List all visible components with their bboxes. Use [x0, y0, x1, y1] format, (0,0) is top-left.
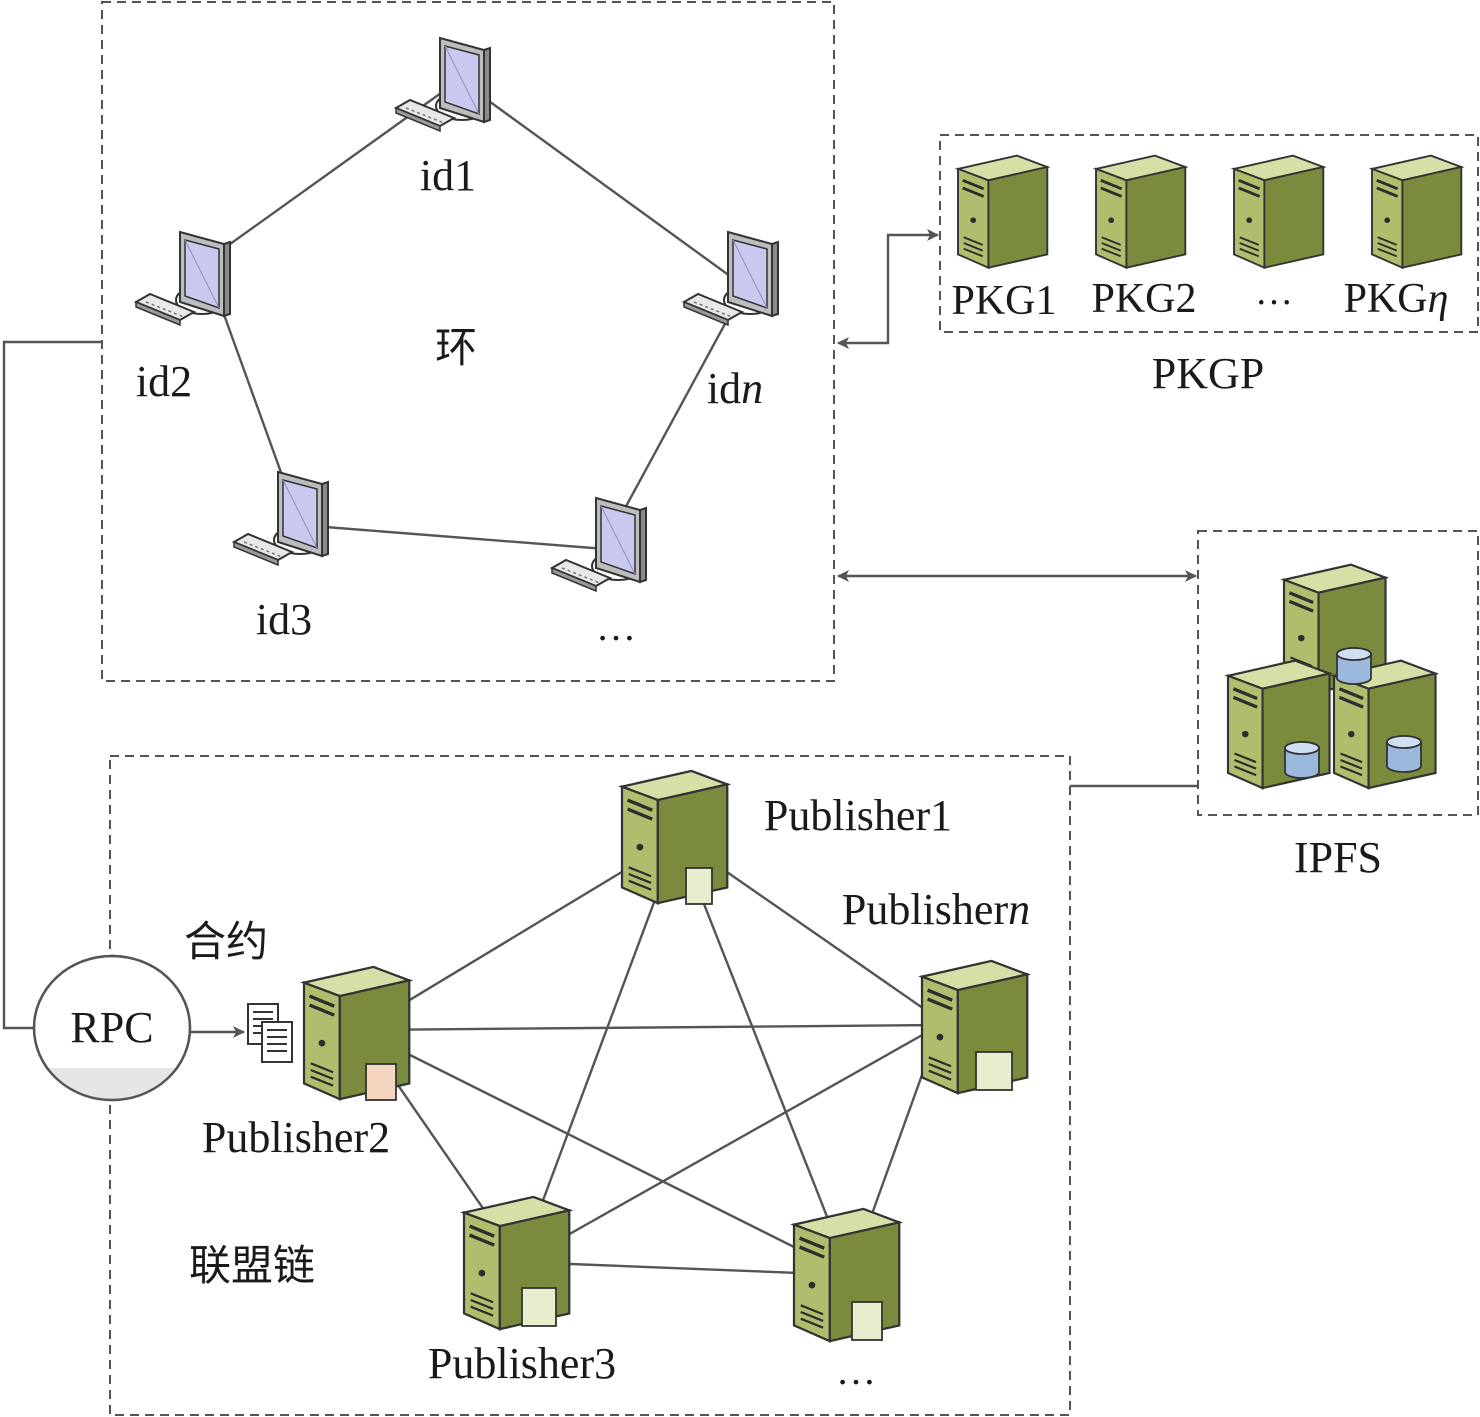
- pkg-more-label: …: [1255, 271, 1293, 313]
- node-label-idn: idn: [707, 364, 763, 413]
- ring-rpc-link: [2, 340, 102, 1030]
- pkg2-label: PKG2: [1091, 276, 1196, 322]
- computer-more-icon: [551, 497, 647, 592]
- publisher1-label: Publisher1: [764, 791, 952, 840]
- contract-document-icon: [247, 1003, 293, 1063]
- publisher3-label: Publisher3: [428, 1339, 616, 1388]
- node-label-id2: id2: [136, 357, 192, 406]
- pkgp-title: PKGP: [1152, 349, 1265, 398]
- pkgp-box: [939, 134, 1479, 333]
- publisher1-doc-icon: [685, 867, 713, 905]
- edge-p1-p3: [518, 837, 680, 1263]
- publishern-doc-icon: [975, 1051, 1013, 1091]
- publisher-more-label: …: [836, 1348, 876, 1393]
- edge-idn-more: [603, 286, 747, 546]
- publisher2-label: Publisher2: [202, 1113, 390, 1162]
- rpc-label: RPC: [70, 1003, 153, 1052]
- pkg2-server-icon: [1094, 154, 1187, 270]
- edge-id3-more: [299, 523, 619, 552]
- publishern-label: Publishern: [842, 885, 1030, 934]
- edge-pn-p3: [519, 1023, 941, 1264]
- contract-label: 合约: [184, 917, 268, 966]
- node-label-more: …: [596, 604, 636, 649]
- pkg1-label: PKG1: [951, 278, 1056, 324]
- pkgn-label: PKGη: [1344, 276, 1449, 322]
- consortium-box: [109, 755, 1071, 1416]
- node-label-id3: id3: [256, 595, 312, 644]
- ipfs-title: IPFS: [1294, 833, 1382, 882]
- computer-idn-icon: [683, 231, 779, 326]
- ipfs-db-right-icon: [1386, 735, 1422, 773]
- computer-id3-icon: [233, 471, 329, 566]
- consortium-edges: [359, 836, 942, 1277]
- publisher2-doc-icon: [365, 1063, 397, 1101]
- ipfs-box: [1197, 530, 1479, 816]
- edge-p1-more: [676, 837, 852, 1276]
- computer-id1-icon: [395, 37, 491, 132]
- edge-p2-more: [359, 1028, 851, 1277]
- node-label-id1: id1: [420, 151, 476, 200]
- edge-id1-idn: [459, 79, 746, 288]
- pkgn-server-icon: [1370, 154, 1463, 270]
- consortium-title: 联盟链: [189, 1241, 315, 1290]
- publisher3-doc-icon: [521, 1287, 557, 1327]
- rpc-node: [32, 954, 192, 1102]
- ring-pkgp-arrow: [837, 229, 939, 349]
- pkg1-server-icon: [956, 154, 1049, 270]
- publisher-more-doc-icon: [851, 1301, 883, 1341]
- edge-p2-pn: [359, 1023, 941, 1032]
- ipfs-db-top-icon: [1336, 647, 1372, 685]
- ring-title: 环: [435, 323, 477, 372]
- pkg3-server-icon: [1232, 154, 1325, 270]
- computer-id2-icon: [135, 231, 231, 326]
- publisher-more-server-icon: [792, 1207, 901, 1343]
- ipfs-db-left-icon: [1284, 741, 1320, 779]
